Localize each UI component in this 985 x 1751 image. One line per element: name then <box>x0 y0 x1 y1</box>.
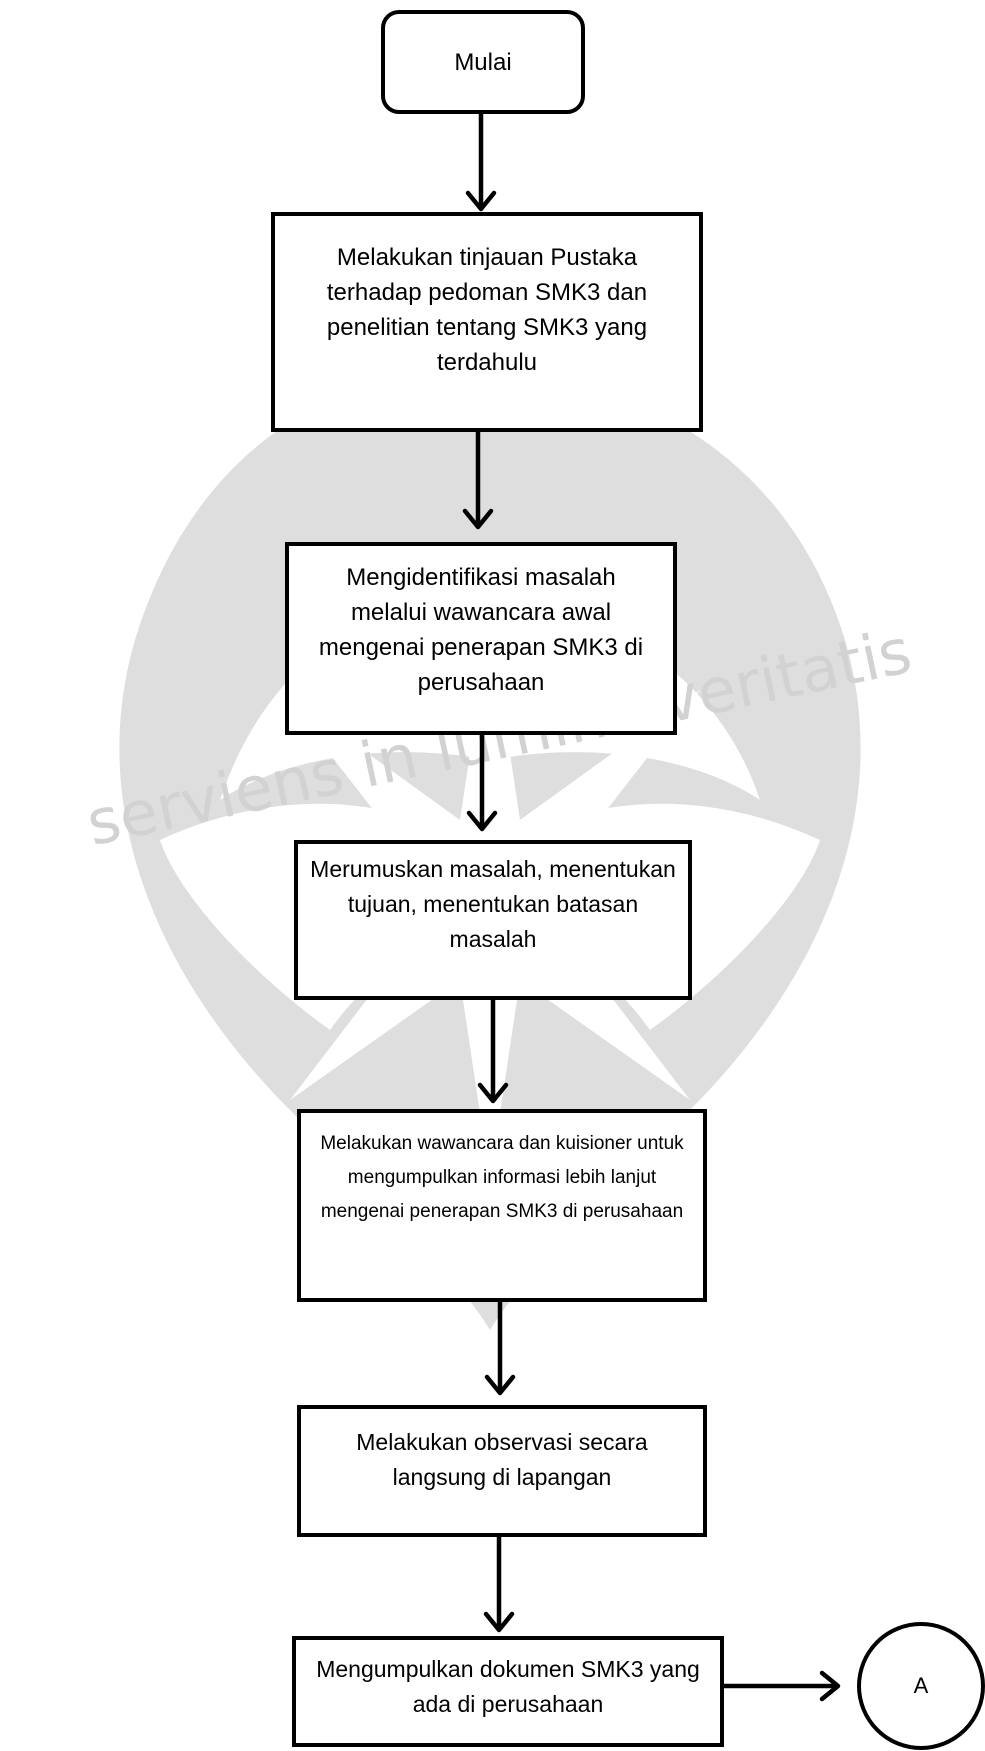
process-step-4: Melakukan wawancara dan kuisioner untuk … <box>297 1109 707 1302</box>
arrow-head-2 <box>462 508 494 530</box>
process-step-5: Melakukan observasi secara langsung di l… <box>297 1405 707 1537</box>
arrow-head-1 <box>465 190 497 212</box>
arrow-head-7 <box>819 1670 841 1702</box>
process-step-1: Melakukan tinjauan Pustaka terhadap pedo… <box>271 212 703 432</box>
step-1-label: Melakukan tinjauan Pustaka terhadap pedo… <box>326 244 648 376</box>
off-page-connector-label: A <box>913 1673 929 1698</box>
start-label: Mulai <box>454 48 512 76</box>
off-page-connector-circle: A <box>857 1622 985 1750</box>
step-2-label: Mengidentifikasi masalah melalui wawanca… <box>318 564 644 696</box>
arrow-head-3 <box>466 810 498 832</box>
process-step-2: Mengidentifikasi masalah melalui wawanca… <box>285 542 677 735</box>
arrow-head-5 <box>484 1374 516 1396</box>
process-step-6: Mengumpulkan dokumen SMK3 yang ada di pe… <box>292 1636 724 1747</box>
arrow-head-6 <box>483 1611 515 1633</box>
process-step-3: Merumuskan masalah, menentukan tujuan, m… <box>294 840 692 1000</box>
start-terminal: Mulai <box>381 10 585 114</box>
step-3-label: Merumuskan masalah, menentukan tujuan, m… <box>310 856 676 952</box>
step-4-label: Melakukan wawancara dan kuisioner untuk … <box>320 1133 684 1222</box>
step-6-label: Mengumpulkan dokumen SMK3 yang ada di pe… <box>316 1656 700 1717</box>
step-5-label: Melakukan observasi secara langsung di l… <box>356 1429 648 1490</box>
arrow-head-4 <box>477 1082 509 1104</box>
